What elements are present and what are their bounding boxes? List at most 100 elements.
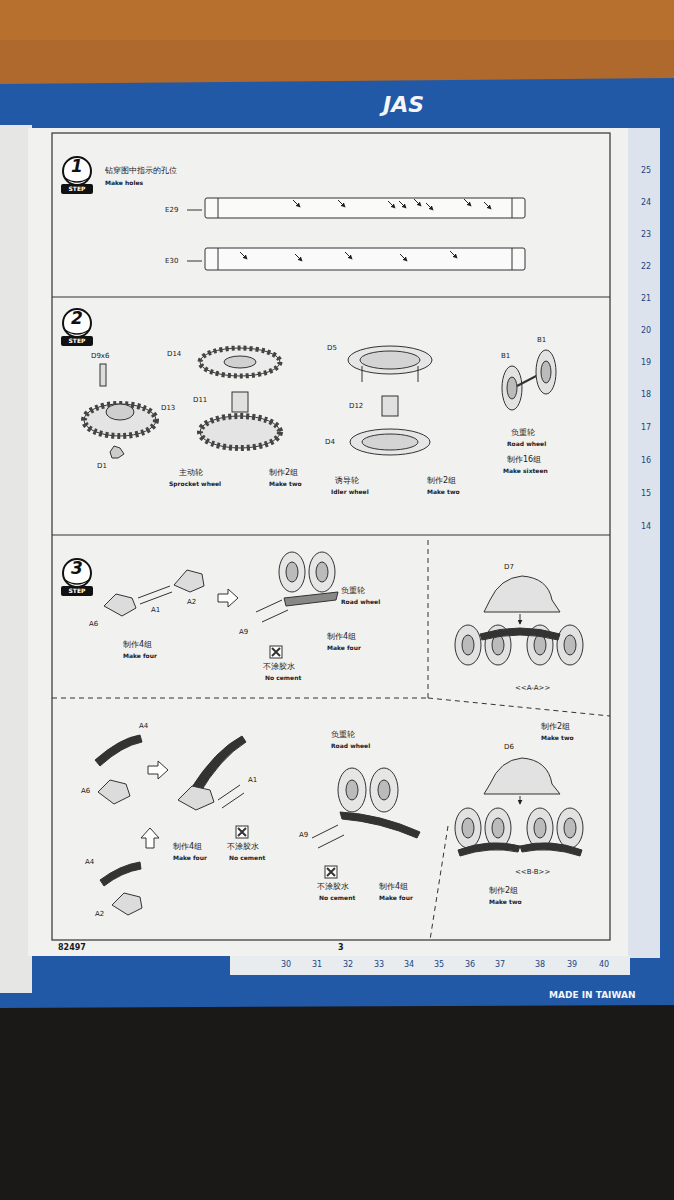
caption-en: No cement	[318, 895, 356, 902]
panel-divider	[52, 296, 610, 297]
part-number: A6	[80, 787, 91, 795]
caption-en: Make four	[326, 645, 362, 652]
caption-cn: 制作4组	[326, 632, 357, 641]
step-tag: STEP	[60, 186, 94, 192]
panel-frame	[52, 133, 610, 940]
caption-cn: 主动轮	[178, 468, 204, 477]
part-number: <<A-A>>	[514, 684, 551, 692]
caption-cn: 制作4组	[122, 640, 153, 649]
caption-cn: 钻穿图中指示的孔位	[104, 166, 178, 175]
caption-en: Make two	[268, 481, 303, 488]
paper-sheet	[28, 128, 628, 956]
mat-logo: JAS	[382, 92, 425, 117]
ruler-number: 36	[464, 960, 476, 969]
part-number: <<B-B>>	[514, 868, 551, 876]
caption-en: Make four	[172, 855, 208, 862]
caption-en: Road wheel	[330, 743, 371, 750]
caption-en: Make holes	[104, 180, 144, 187]
part-number: D14	[166, 350, 182, 358]
ruler-number: 30	[280, 960, 292, 969]
ruler-number: 39	[566, 960, 578, 969]
badge-swoosh	[65, 178, 89, 182]
caption-en: Make two	[426, 489, 461, 496]
ruler-number: 25	[640, 166, 652, 175]
badge-swoosh	[65, 330, 89, 334]
ruler-number: 31	[311, 960, 323, 969]
ruler-number: 21	[640, 294, 652, 303]
badge-swoosh	[65, 580, 89, 584]
step-tag: STEP	[60, 338, 94, 344]
step-badge: 3STEP	[60, 558, 94, 598]
part-number: B1	[500, 352, 511, 360]
part-number: A2	[186, 598, 197, 606]
part-number: A4	[138, 722, 149, 730]
caption-cn: 负重轮	[340, 586, 366, 595]
caption-cn: 制作2组	[268, 468, 299, 477]
hull-rail	[187, 198, 525, 270]
ruler-number: 33	[373, 960, 385, 969]
part-number: A6	[88, 620, 99, 628]
caption-cn: 不涂胶水	[262, 662, 296, 671]
caption-cn: 负重轮	[510, 428, 536, 437]
cutting-mat	[0, 78, 674, 1008]
ruler-number: 37	[494, 960, 506, 969]
caption-cn: 诱导轮	[334, 476, 360, 485]
caption-cn: 制作4组	[378, 882, 409, 891]
page-footer: 82497	[57, 943, 87, 952]
caption-en: Make two	[540, 735, 575, 742]
ruler-number: 14	[640, 522, 652, 531]
part-number: D5	[326, 344, 338, 352]
idler-wheel	[348, 346, 432, 455]
ruler-number: 38	[534, 960, 546, 969]
page-footer: 3	[337, 943, 345, 952]
part-number: A9	[238, 628, 249, 636]
ruler-number: 22	[640, 262, 652, 271]
part-number: D9x6	[90, 352, 110, 360]
caption-en: Idler wheel	[330, 489, 370, 496]
step-tag: STEP	[60, 588, 94, 594]
under-page	[0, 125, 32, 993]
caption-en: No cement	[228, 855, 266, 862]
sprocket-wheel	[84, 364, 156, 458]
section-divider	[52, 540, 610, 940]
ruler-number: 20	[640, 326, 652, 335]
badge-tab	[61, 586, 93, 596]
caption-en: No cement	[264, 675, 302, 682]
step-number: 2	[60, 310, 94, 327]
ruler-strip	[230, 955, 630, 975]
part-number: B1	[536, 336, 547, 344]
ruler-number: 35	[433, 960, 445, 969]
wood-table	[0, 0, 674, 92]
caption-en: Sprocket wheel	[168, 481, 222, 488]
ruler-strip	[626, 128, 660, 958]
ruler-number: 32	[342, 960, 354, 969]
bogie-part	[95, 735, 420, 915]
ruler-number: 17	[640, 423, 652, 432]
part-number: D7	[503, 563, 515, 571]
mat-print: MADE IN TAIWAN	[548, 990, 636, 1000]
ruler-number: 15	[640, 489, 652, 498]
part-number: D12	[348, 402, 364, 410]
part-number: D6	[503, 743, 515, 751]
part-number: E30	[164, 257, 179, 265]
part-number: A1	[150, 606, 161, 614]
badge-tab	[61, 336, 93, 346]
ruler-number: 24	[640, 198, 652, 207]
caption-cn: 不涂胶水	[316, 882, 350, 891]
caption-en: Make sixteen	[502, 468, 549, 475]
caption-en: Road wheel	[506, 441, 547, 448]
part-number: A1	[247, 776, 258, 784]
step-number: 1	[60, 158, 94, 175]
ruler-number: 18	[640, 390, 652, 399]
part-number: D11	[192, 396, 208, 404]
panel-divider	[52, 534, 610, 535]
step-badge: 2STEP	[60, 308, 94, 348]
bogie-part	[104, 552, 338, 658]
caption-cn: 制作2组	[540, 722, 571, 731]
part-number: E29	[164, 206, 179, 214]
sprocket-wheel	[200, 348, 280, 448]
caption-cn: 负重轮	[330, 730, 356, 739]
caption-cn: 制作2组	[488, 886, 519, 895]
